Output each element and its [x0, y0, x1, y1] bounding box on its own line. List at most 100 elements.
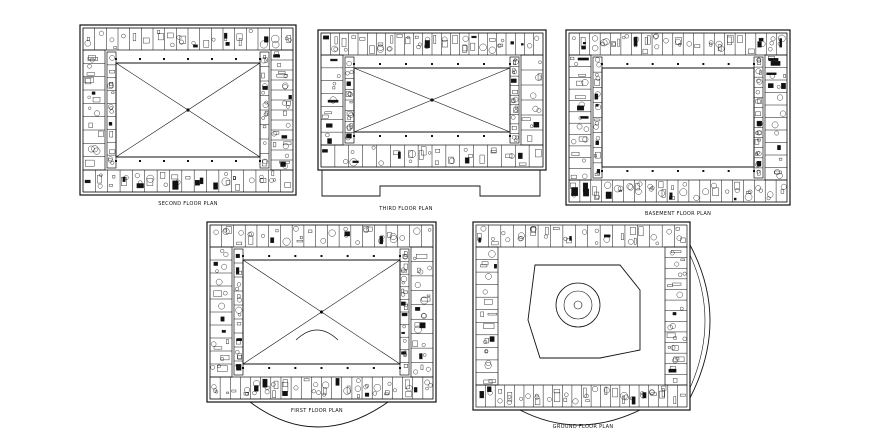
courtyard: [601, 67, 755, 168]
furniture: [596, 169, 601, 173]
furniture: [322, 114, 329, 119]
fixture: [592, 386, 599, 393]
furniture: [359, 37, 366, 41]
column: [115, 58, 117, 60]
fixture: [534, 35, 540, 41]
furniture: [783, 74, 787, 78]
fixture: [389, 233, 397, 240]
fixture: [249, 177, 255, 184]
furniture: [733, 197, 737, 201]
fixture: [236, 282, 242, 287]
fixture: [755, 68, 762, 75]
furniture: [594, 79, 600, 86]
furniture: [235, 267, 240, 275]
furniture: [479, 391, 485, 399]
fixture: [328, 229, 336, 237]
fixture: [211, 37, 216, 42]
fixture: [532, 105, 539, 112]
furniture: [167, 32, 174, 39]
east-curved-wing: [689, 244, 711, 399]
furniture: [433, 35, 437, 44]
furniture: [757, 41, 762, 48]
furniture: [488, 379, 496, 383]
furniture: [770, 61, 781, 66]
fixture: [594, 241, 599, 245]
fixture: [325, 132, 330, 138]
furniture: [283, 141, 292, 146]
column: [399, 367, 401, 369]
furniture: [327, 138, 332, 144]
fixture: [576, 123, 583, 130]
fixture: [262, 158, 268, 165]
fixture: [322, 381, 330, 389]
column: [294, 255, 297, 257]
column: [702, 170, 705, 172]
column: [379, 135, 381, 137]
fixture: [244, 387, 251, 393]
furniture: [535, 149, 542, 158]
furniture: [132, 33, 137, 42]
fixture: [89, 57, 95, 63]
column: [211, 160, 213, 162]
furniture: [595, 151, 601, 159]
fixture: [592, 35, 599, 42]
fixture: [756, 78, 763, 85]
fixture: [482, 289, 488, 295]
fixture: [678, 272, 683, 277]
furniture: [85, 78, 92, 85]
furniture: [346, 385, 351, 394]
column: [457, 63, 459, 65]
fixture: [215, 278, 223, 286]
furniture: [404, 251, 408, 257]
fixture: [223, 291, 228, 296]
furniture: [778, 157, 783, 161]
fixture: [770, 36, 776, 42]
fixture: [413, 369, 419, 375]
column: [268, 367, 271, 369]
atrium-arc: [295, 329, 339, 341]
furniture: [237, 353, 242, 359]
fixture: [372, 391, 377, 396]
furniture: [296, 239, 303, 243]
fixture: [534, 394, 540, 400]
furniture: [571, 152, 580, 156]
fixture: [387, 46, 393, 52]
fixture: [87, 64, 92, 69]
fixture: [602, 38, 610, 46]
furniture: [225, 180, 231, 185]
furniture: [737, 35, 743, 43]
fixture: [211, 384, 217, 390]
fixture: [758, 188, 763, 193]
furniture: [595, 195, 600, 199]
fixture: [272, 40, 280, 49]
column: [727, 63, 730, 65]
furniture: [452, 34, 458, 45]
furniture: [414, 35, 419, 39]
fixture: [603, 236, 610, 243]
fixture: [269, 178, 274, 183]
furniture: [217, 365, 228, 372]
second-floor-plan-label: SECOND FLOOR PLAN: [158, 201, 218, 207]
furniture: [401, 288, 405, 294]
fixture: [393, 388, 397, 393]
furniture: [757, 138, 761, 142]
fixture: [633, 36, 640, 43]
furniture: [734, 181, 740, 190]
fixture: [345, 135, 351, 141]
furniture: [158, 33, 164, 41]
fixture: [674, 261, 680, 267]
fixture: [293, 385, 299, 391]
furniture: [594, 118, 601, 122]
furniture: [403, 263, 408, 270]
column: [163, 160, 165, 162]
fixture: [377, 44, 384, 51]
furniture: [213, 346, 223, 350]
fixture: [600, 41, 605, 47]
furniture: [580, 116, 589, 119]
fixture: [347, 92, 353, 98]
fixture: [667, 324, 673, 331]
fixture: [282, 237, 291, 246]
furniture: [485, 349, 488, 353]
fixture: [530, 92, 537, 99]
furniture: [680, 237, 686, 243]
